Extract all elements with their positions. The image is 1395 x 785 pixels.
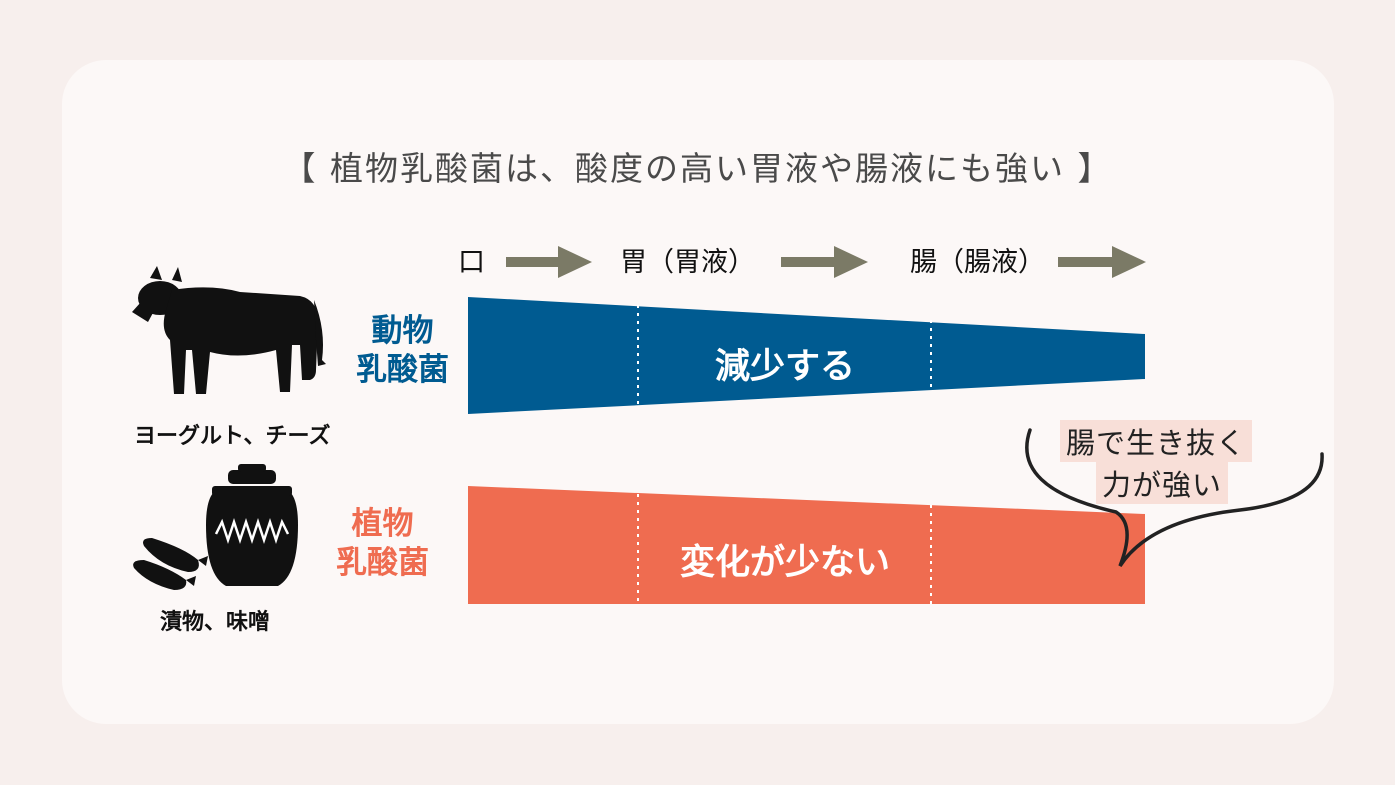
plant-label-line1: 植物 <box>351 506 414 542</box>
animal-examples-caption: ヨーグルト、チーズ <box>134 424 331 449</box>
plant-band-text: 変化が少ない <box>679 543 890 583</box>
flow-arrow-1 <box>506 246 592 278</box>
callout-line1: 腸で生き抜く <box>1060 420 1253 462</box>
flow-arrow-3 <box>1058 246 1146 278</box>
eggplant-icon <box>133 538 208 590</box>
animal-band <box>468 297 1145 414</box>
animal-band-text: 減少する <box>714 347 855 387</box>
animal-label-line2: 乳酸菌 <box>356 351 449 388</box>
cow-icon <box>132 266 326 394</box>
callout-line2: 力が強い <box>1096 462 1229 504</box>
speech-bubble-icon <box>1025 428 1324 567</box>
stage-mouth-label: 口 <box>458 247 485 278</box>
plant-lactic-acid-bacteria-label: 植物 乳酸菌 <box>336 505 429 583</box>
animal-label-line1: 動物 <box>371 313 434 349</box>
plant-label-line2: 乳酸菌 <box>336 544 429 581</box>
flow-arrow-2 <box>781 246 868 278</box>
pickle-jar-icon <box>206 464 298 586</box>
stage-stomach-label: 胃（胃液） <box>620 247 755 278</box>
animal-lactic-acid-bacteria-label: 動物 乳酸菌 <box>356 312 449 390</box>
plant-examples-caption: 漬物、味噌 <box>160 610 271 635</box>
diagram-title: 【 植物乳酸菌は、酸度の高い胃液や腸液にも強い 】 <box>282 149 1113 188</box>
stage-intestine-label: 腸（腸液） <box>910 247 1045 278</box>
